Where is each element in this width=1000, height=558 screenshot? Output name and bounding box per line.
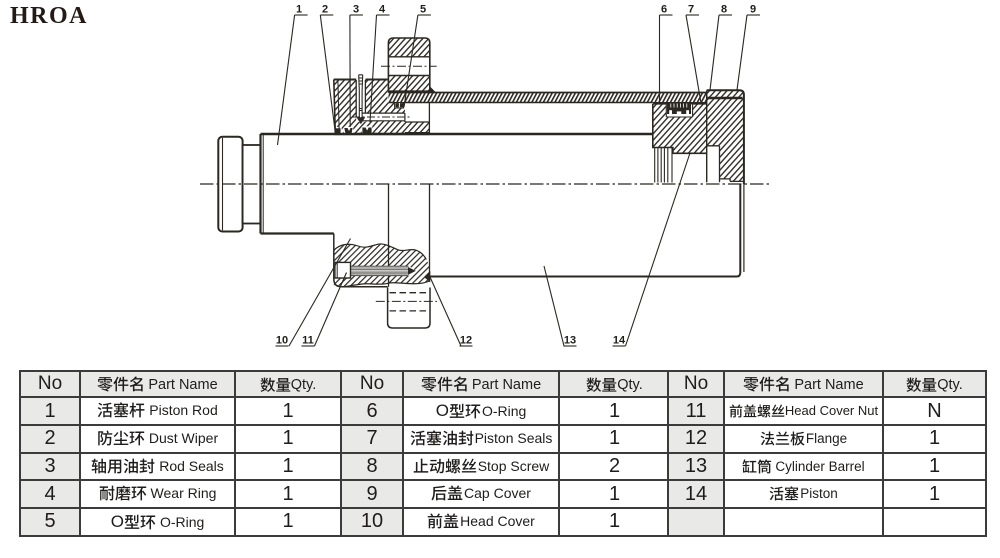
svg-text:1: 1	[296, 4, 302, 16]
svg-text:12: 12	[460, 335, 472, 347]
svg-text:2: 2	[322, 4, 328, 16]
svg-text:11: 11	[302, 335, 314, 347]
svg-text:7: 7	[688, 4, 694, 16]
svg-text:13: 13	[564, 335, 576, 347]
svg-text:10: 10	[276, 335, 288, 347]
svg-text:8: 8	[721, 4, 727, 16]
svg-text:6: 6	[661, 4, 667, 16]
svg-text:3: 3	[353, 4, 359, 16]
svg-text:4: 4	[379, 4, 386, 16]
svg-text:14: 14	[613, 335, 626, 347]
svg-text:5: 5	[420, 4, 426, 16]
svg-text:9: 9	[750, 4, 756, 16]
